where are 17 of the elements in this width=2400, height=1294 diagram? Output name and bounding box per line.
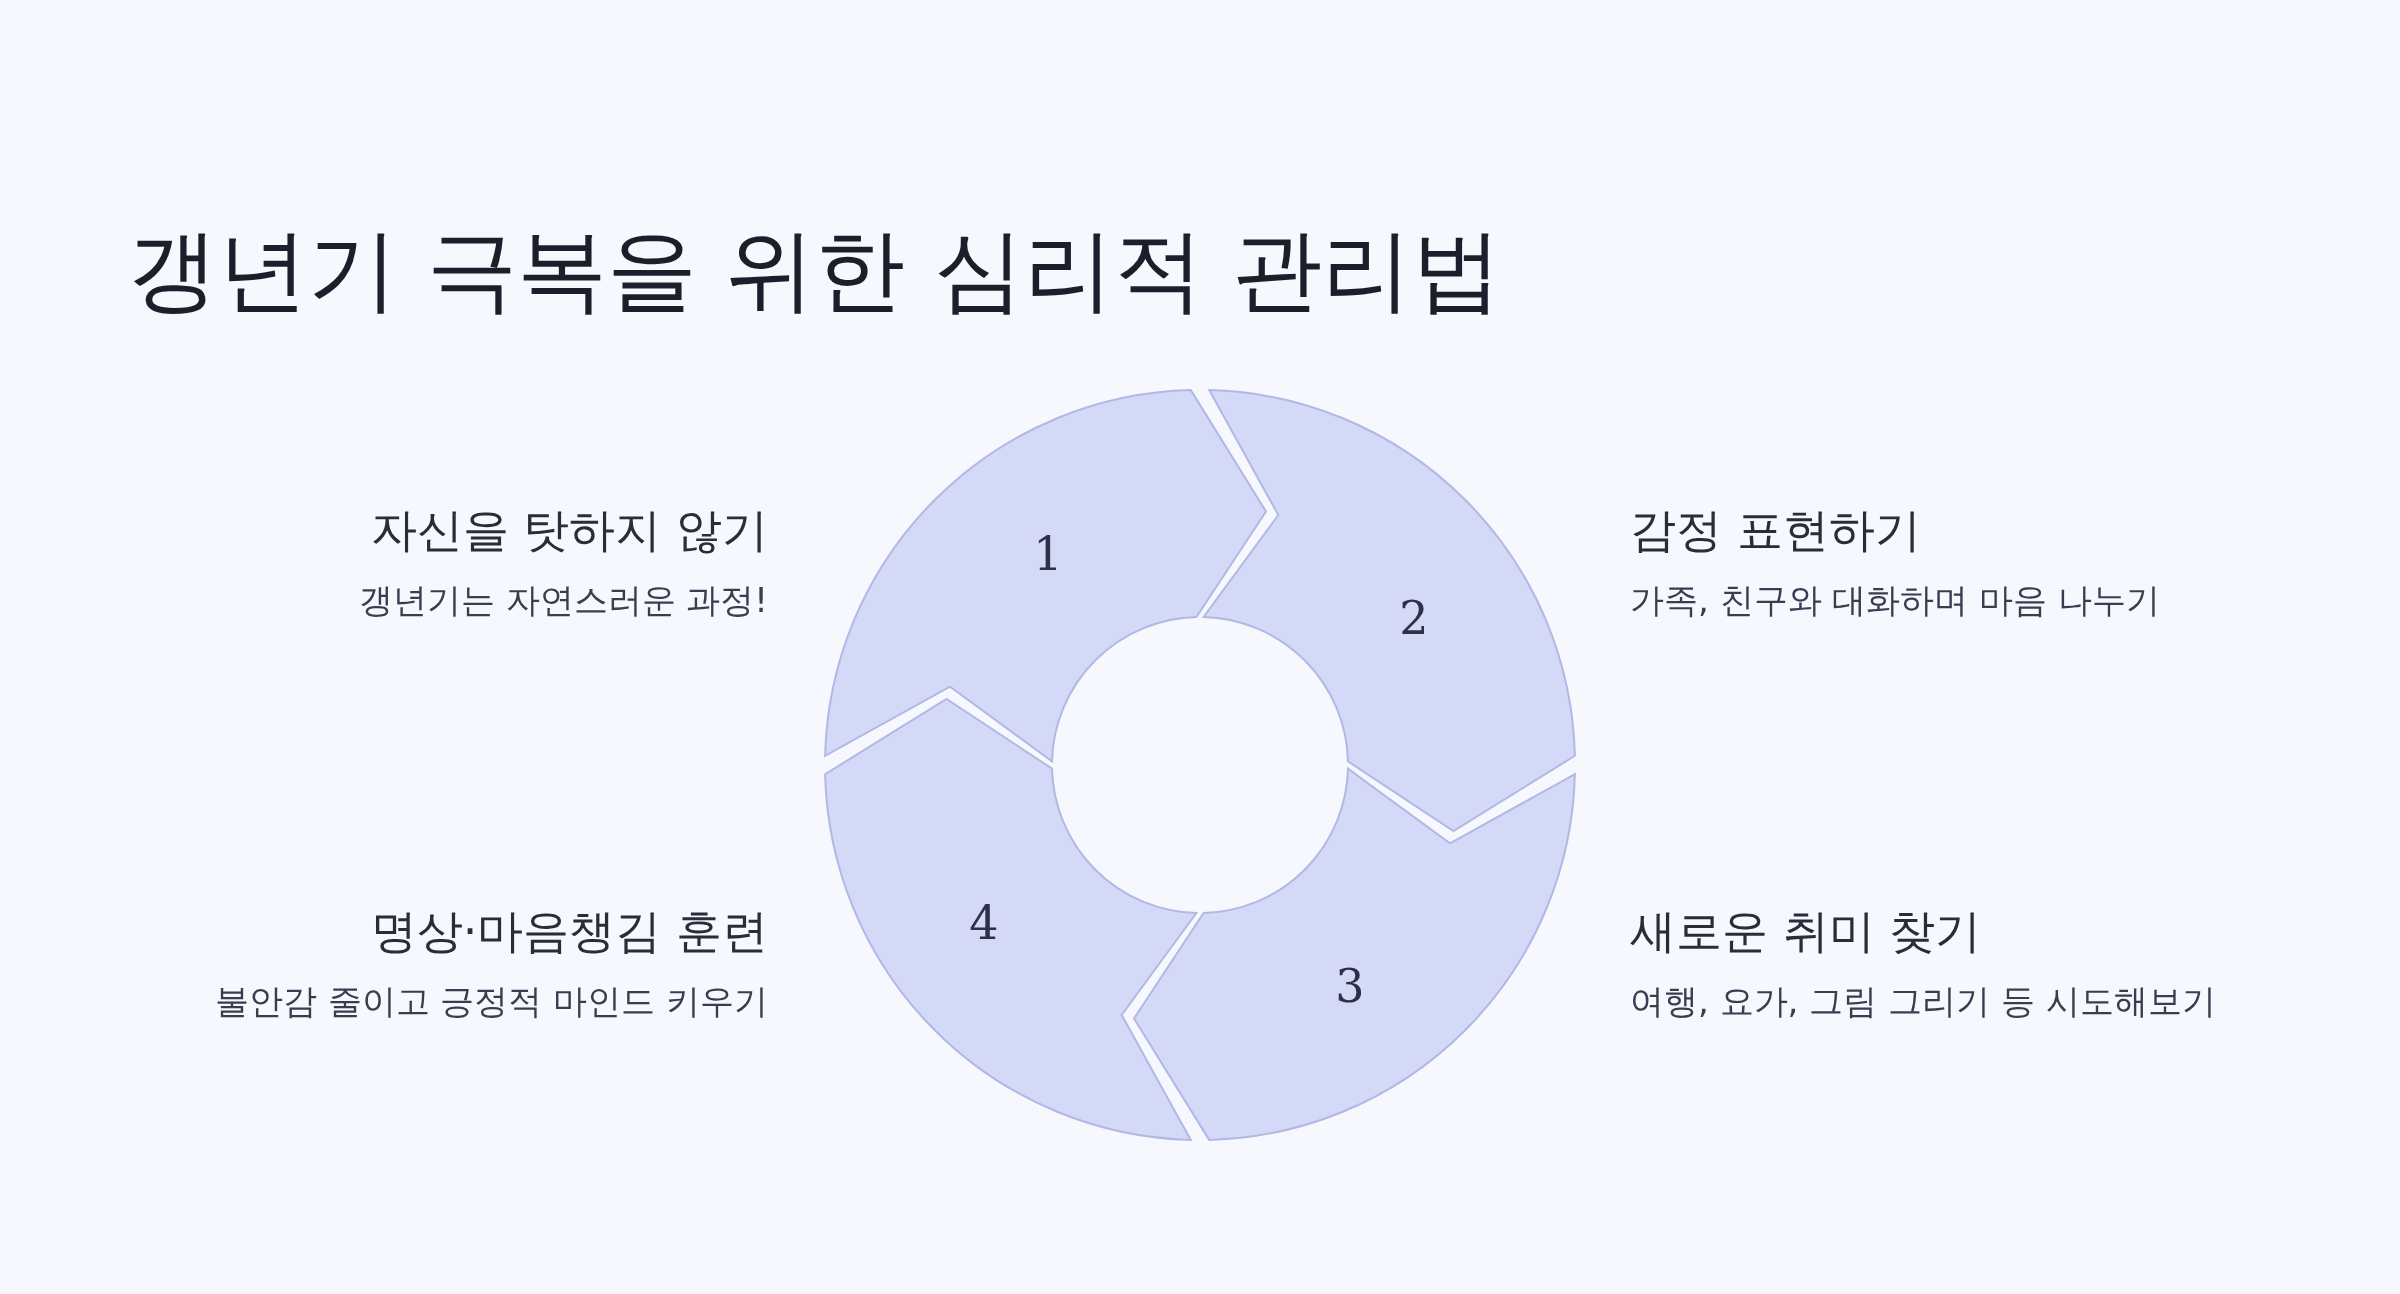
ring-segment bbox=[824, 698, 1198, 1141]
step-number: 4 bbox=[969, 896, 999, 950]
step-heading: 자신을 탓하지 않기 bbox=[370, 502, 768, 559]
step-number: 1 bbox=[1033, 527, 1063, 581]
ring-segment bbox=[1133, 767, 1576, 1141]
step-number: 3 bbox=[1335, 959, 1365, 1013]
step-number: 2 bbox=[1399, 591, 1429, 645]
title: 갱년기 극복을 위한 심리적 관리법 bbox=[128, 216, 1503, 324]
ring-segment bbox=[824, 389, 1267, 763]
ring-segment bbox=[1202, 389, 1576, 832]
step-description: 여행, 요가, 그림 그리기 등 시도해보기 bbox=[1630, 980, 2216, 1023]
step-heading: 명상·마음챙김 훈련 bbox=[370, 903, 768, 960]
step-description: 불안감 줄이고 긍정적 마인드 키우기 bbox=[214, 980, 768, 1023]
step-description: 가족, 친구와 대화하며 마음 나누기 bbox=[1630, 579, 2161, 622]
step-description: 갱년기는 자연스러운 과정! bbox=[358, 579, 768, 622]
step-heading: 새로운 취미 찾기 bbox=[1630, 903, 1982, 960]
step-heading: 감정 표현하기 bbox=[1630, 502, 1921, 559]
